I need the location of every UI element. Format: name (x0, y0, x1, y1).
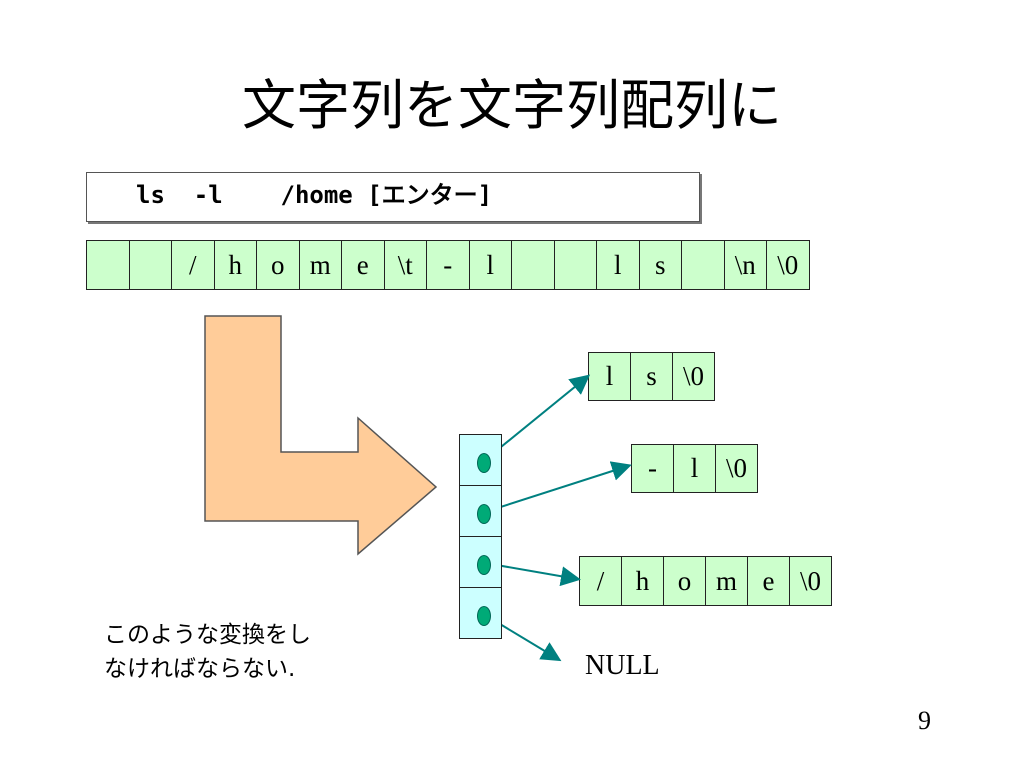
char-cell: e (341, 240, 385, 290)
char-cell: \0 (789, 556, 832, 606)
char-cell: l (673, 444, 716, 493)
null-label: NULL (585, 650, 660, 681)
char-cell (128, 240, 172, 290)
char-cell: \t (383, 240, 427, 290)
char-cell: l (596, 240, 640, 290)
char-cell: m (298, 240, 342, 290)
char-cell: - (631, 444, 674, 493)
page-number: 9 (918, 706, 931, 735)
pointer-slot (459, 485, 502, 537)
note-line-1: このような変換をし (104, 622, 311, 648)
pointer-dot (477, 606, 491, 626)
char-cell: o (256, 240, 300, 290)
char-cell: h (621, 556, 664, 606)
explanation-note: このような変換をし なければならない. (104, 618, 311, 686)
char-cell: l (468, 240, 512, 290)
char-cell: m (705, 556, 748, 606)
char-cell: \0 (766, 240, 810, 290)
pointer-array (459, 434, 502, 639)
command-line-text: ls -l /home [エンター] (136, 181, 493, 209)
char-cell: / (171, 240, 215, 290)
pointer-slot (459, 434, 502, 486)
note-line-2: なければならない. (104, 656, 296, 682)
char-cell: s (630, 352, 673, 401)
token-array-l: -l\0 (631, 444, 758, 493)
char-cell: h (213, 240, 257, 290)
conversion-arrow (204, 315, 438, 556)
pointer-slot (459, 536, 502, 588)
char-cell (511, 240, 555, 290)
pointer-slot (459, 587, 502, 639)
char-cell: \0 (715, 444, 758, 493)
char-cell: o (663, 556, 706, 606)
pointer-dot (477, 453, 491, 473)
command-line-box (86, 172, 700, 222)
char-cell: e (747, 556, 790, 606)
slide-title: 文字列を文字列配列に (242, 74, 782, 137)
char-cell: \0 (672, 352, 715, 401)
pointer-arrow-ls (484, 374, 591, 461)
char-cell: \n (723, 240, 767, 290)
pointer-dot (477, 504, 491, 524)
char-cell (553, 240, 597, 290)
pointer-dot (477, 555, 491, 575)
pointer-arrow-l (484, 461, 632, 513)
